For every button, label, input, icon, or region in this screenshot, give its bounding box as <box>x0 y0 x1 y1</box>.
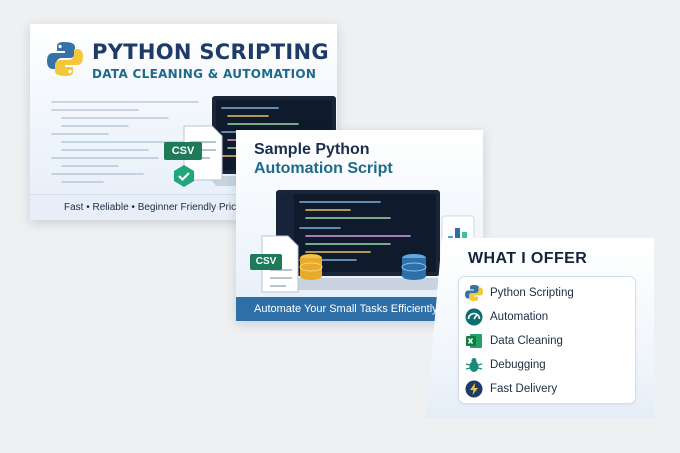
csv-badge: CSV <box>164 142 202 160</box>
offer-item: Automation <box>465 307 548 327</box>
bug-icon <box>465 358 483 372</box>
python-logo-icon <box>47 42 83 76</box>
csv-badge: CSV <box>250 254 282 270</box>
python-scripting-card: PYTHON SCRIPTING DATA CLEANING & AUTOMAT… <box>30 24 337 220</box>
python-icon <box>465 285 483 301</box>
offer-item: Python Scripting <box>465 283 574 303</box>
offer-item: Fast Delivery <box>465 379 557 399</box>
card-title-line1: Sample Python <box>254 141 370 158</box>
offer-item-label: Automation <box>490 311 549 323</box>
card-title: PYTHON SCRIPTING <box>92 40 329 64</box>
database-icon <box>401 254 427 280</box>
offer-list: Python Scripting Automation Data Cleanin… <box>458 276 636 404</box>
card-title-line2: Automation Script <box>254 160 393 177</box>
what-i-offer-card: WHAT I OFFER Python Scripting Automation <box>426 238 654 418</box>
card-subtitle: DATA CLEANING & AUTOMATION <box>92 67 317 81</box>
offer-item: Debugging <box>465 355 546 375</box>
offer-heading: WHAT I OFFER <box>468 250 588 267</box>
gauge-icon <box>465 308 483 326</box>
offer-item-label: Data Cleaning <box>490 335 563 347</box>
excel-icon <box>466 334 482 348</box>
offer-item-label: Debugging <box>490 359 546 371</box>
offer-item-label: Python Scripting <box>490 287 574 299</box>
offer-item-label: Fast Delivery <box>490 383 558 395</box>
checkmark-icon <box>174 165 194 187</box>
offer-item: Data Cleaning <box>465 331 563 351</box>
database-icon <box>299 254 323 280</box>
lightning-icon <box>465 380 483 398</box>
code-background <box>51 101 199 183</box>
